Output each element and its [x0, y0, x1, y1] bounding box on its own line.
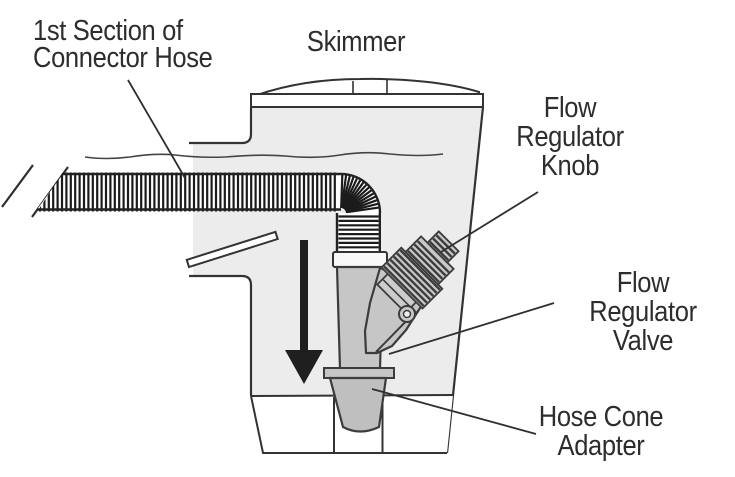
valve-pivot-screw	[398, 305, 416, 323]
skimmer-mouth-top-edge	[189, 108, 253, 145]
skimmer-mouth-bottom-edge	[189, 274, 253, 396]
hose-vertical-ribs	[338, 215, 379, 249]
label-flow-regulator-knob: Flow Regulator Knob	[516, 92, 624, 182]
skimmer-lid-band	[250, 93, 484, 108]
skimmer-lid-dome	[256, 77, 480, 96]
hose-cone-adapter	[328, 376, 388, 433]
leader-connector-hose	[127, 79, 186, 179]
flow-direction-arrow-icon	[285, 240, 323, 384]
leader-valve	[388, 302, 555, 355]
weir-flap	[185, 230, 279, 269]
hose-elbow-ribs	[340, 174, 379, 214]
label-flow-regulator-valve: Flow Regulator Valve	[589, 267, 697, 357]
flow-regulator-knob	[375, 230, 460, 315]
water-line	[84, 151, 444, 160]
label-connector-hose: 1st Section of Connector Hose	[33, 15, 213, 74]
leader-knob	[440, 191, 539, 253]
label-skimmer: Skimmer	[306, 26, 406, 58]
label-hose-cone-adapter: Hose Cone Adapter	[538, 401, 664, 462]
knob-ribs	[382, 234, 456, 308]
hose-cuff	[332, 251, 388, 268]
leader-cone-adapter	[371, 388, 537, 435]
skimmer-lid-seams	[352, 80, 388, 94]
adapter-flange	[323, 367, 395, 379]
